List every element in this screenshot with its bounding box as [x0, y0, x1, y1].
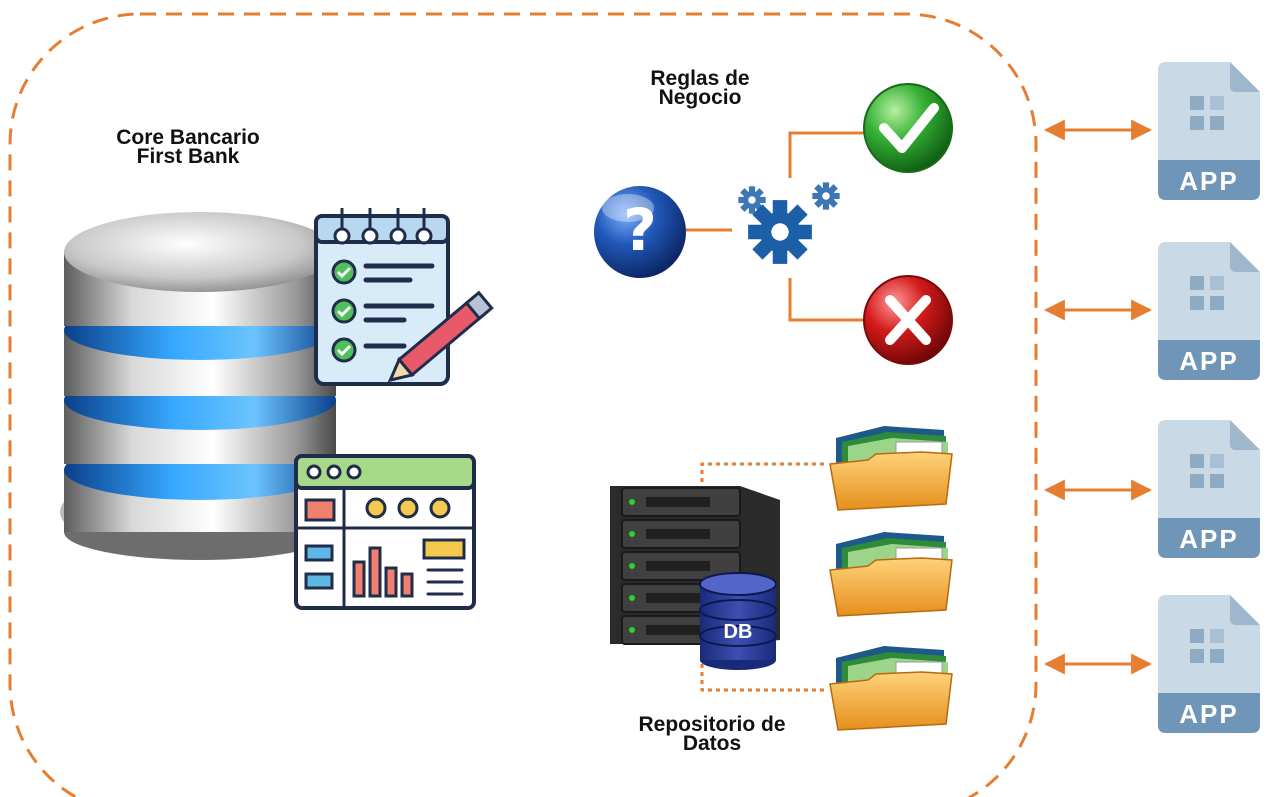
folder-icon: [829, 645, 953, 731]
cross-icon: [863, 275, 953, 365]
database-icon: [60, 212, 336, 560]
business-rules-label: Reglas de Negocio: [620, 67, 780, 109]
db-icon: DB: [699, 572, 777, 670]
repo-connectors: [700, 462, 826, 692]
label-line: Core Bancario: [116, 126, 260, 149]
label-line: Reglas de: [650, 67, 750, 90]
label-line: Negocio: [658, 86, 742, 109]
label-line: First Bank: [136, 145, 240, 168]
app-file-icon: APP: [1158, 242, 1260, 380]
app-file-icon: APP: [1158, 62, 1260, 200]
core-banking-label: Core Bancario First Bank: [98, 126, 278, 168]
folder-icon: [829, 425, 953, 511]
app-arrows: [1043, 119, 1153, 675]
app-label: APP: [1179, 166, 1238, 196]
folder-icon: [829, 531, 953, 617]
label-line: Datos: [682, 732, 742, 755]
question-icon: ?: [594, 186, 686, 278]
label-line: Repositorio de: [638, 713, 786, 736]
app-label: APP: [1179, 699, 1238, 729]
check-icon: [863, 83, 953, 173]
gears-icon: [738, 182, 840, 264]
svg-text:?: ?: [623, 196, 657, 264]
db-badge: DB: [724, 621, 753, 643]
data-repository-label: Repositorio de Datos: [604, 713, 820, 755]
app-file-icon: APP: [1158, 595, 1260, 733]
app-file-icon: APP: [1158, 420, 1260, 558]
dashboard-icon: [294, 454, 476, 610]
app-label: APP: [1179, 346, 1238, 376]
rules-connectors: [686, 131, 864, 322]
checklist-icon: [314, 208, 494, 386]
app-label: APP: [1179, 524, 1238, 554]
